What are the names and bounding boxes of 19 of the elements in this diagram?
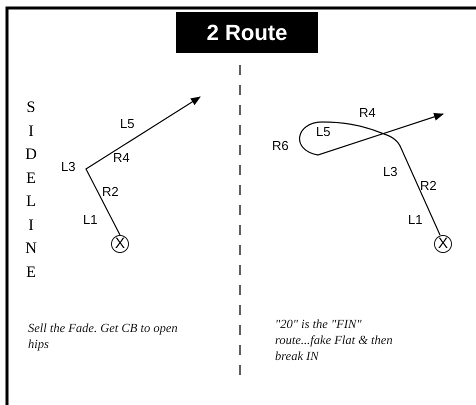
route-step-label: R4 (113, 151, 130, 165)
route-step-label: R2 (420, 179, 437, 193)
route-step-label: L3 (383, 165, 398, 179)
title-banner: 2 Route (176, 12, 318, 53)
route-step-label: L1 (408, 213, 422, 227)
route-step-label: L3 (61, 160, 76, 174)
route-step-label: L5 (120, 117, 134, 131)
route-step-label: R4 (359, 106, 376, 120)
route-arrow (299, 113, 444, 236)
route-step-label: L1 (83, 213, 98, 227)
player-circle: X (434, 235, 452, 253)
route-arrow (85, 96, 201, 236)
sideline-label: SIDELINE (25, 98, 37, 282)
route-step-label: L5 (316, 125, 330, 139)
player-circle: X (111, 235, 129, 253)
coaching-note: "20" is the "FIN" route...fake Flat & then break IN (275, 316, 394, 364)
coaching-note: Sell the Fade. Get CB to open hips (28, 320, 178, 352)
route-step-label: R6 (272, 139, 289, 153)
route-step-label: R2 (102, 185, 119, 199)
